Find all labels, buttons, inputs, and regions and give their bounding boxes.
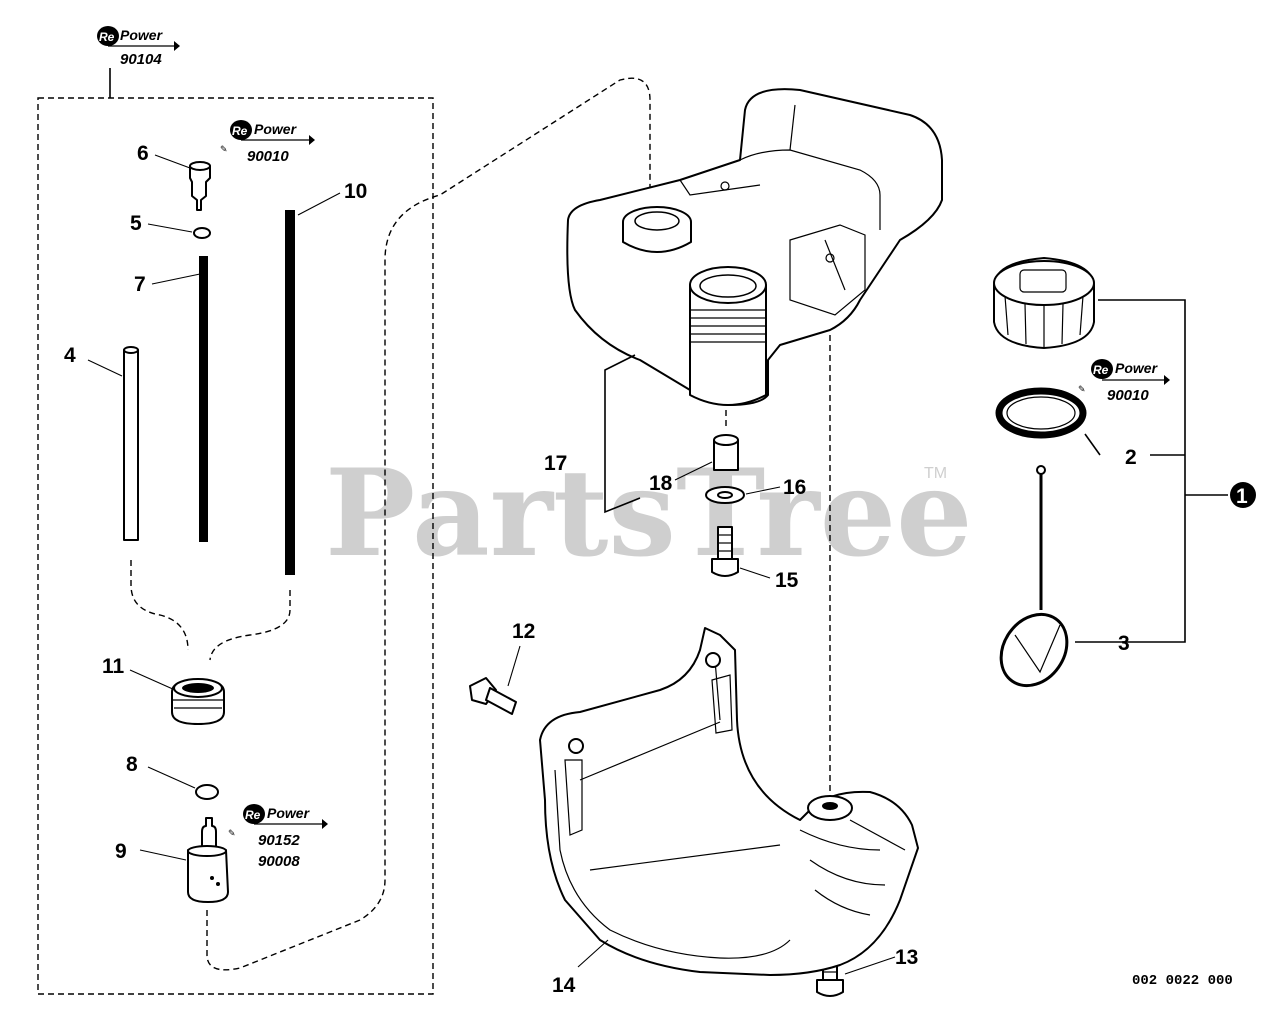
- svg-text:90104: 90104: [120, 51, 162, 68]
- leader-lines: [87, 154, 896, 975]
- repower-logo-filter: Re Power 90152 90008 ✎: [228, 804, 328, 870]
- svg-text:✎: ✎: [228, 828, 236, 838]
- part-2-gasket: [995, 387, 1087, 439]
- part-3-cap-strap: [999, 465, 1069, 688]
- callout-2: 2: [1125, 446, 1137, 469]
- part-6-fitting: [189, 161, 211, 211]
- svg-text:Re: Re: [1093, 363, 1109, 377]
- part-1-fuel-cap: [993, 257, 1095, 349]
- callout-1: 1: [1236, 485, 1248, 508]
- part-14-tank-guard: [539, 627, 919, 976]
- drawing-number: 002 0022 000: [1132, 973, 1233, 989]
- callout-16: 16: [783, 476, 806, 499]
- callout-4: 4: [64, 344, 76, 367]
- callout-1-badge: [1230, 482, 1256, 508]
- svg-text:Power: Power: [254, 121, 298, 137]
- watermark-text: PartsTree: [325, 443, 972, 584]
- part-4-tube: [123, 346, 139, 541]
- part-8-o-ring: [195, 784, 219, 800]
- repower-logo-kit: Re Power 90104: [97, 26, 180, 68]
- callout-7: 7: [134, 273, 146, 296]
- callout-18: 18: [649, 472, 673, 495]
- part-7-fuel-line: [199, 256, 208, 542]
- callout-6: 6: [137, 142, 149, 165]
- callout-9: 9: [115, 840, 127, 863]
- callout-8: 8: [126, 753, 138, 776]
- svg-text:90152: 90152: [258, 832, 300, 849]
- svg-text:✎: ✎: [1078, 384, 1086, 394]
- svg-text:90010: 90010: [1107, 387, 1149, 404]
- callout-10: 10: [344, 180, 367, 203]
- part-12-bolt: [469, 677, 517, 715]
- svg-text:90008: 90008: [258, 853, 300, 870]
- part-10-fuel-line: [285, 210, 295, 575]
- callout-12: 12: [512, 620, 535, 643]
- callout-17: 17: [544, 452, 567, 475]
- callout-3: 3: [1118, 632, 1130, 655]
- svg-text:Re: Re: [245, 808, 261, 822]
- tank-bracket: [604, 354, 641, 514]
- watermark-trademark: TM: [924, 465, 947, 482]
- svg-text:Power: Power: [120, 27, 164, 43]
- svg-text:Power: Power: [267, 805, 311, 821]
- kit-boundary-box: [37, 97, 434, 995]
- part-9-fuel-filter: [187, 817, 229, 903]
- dash-filter-to-tank: [206, 77, 651, 971]
- dash-line-to-grommet: [209, 590, 291, 661]
- svg-text:Re: Re: [232, 124, 248, 138]
- callout-5: 5: [130, 212, 142, 235]
- cap-assembly-bracket: [1075, 299, 1186, 643]
- callout-11: 11: [102, 655, 125, 678]
- callout-14: 14: [552, 974, 576, 997]
- part-17-fuel-tank: [566, 88, 943, 406]
- part-5-o-ring: [193, 227, 211, 239]
- part-16-washer: [705, 486, 745, 504]
- callout-15: 15: [775, 569, 799, 592]
- repower-logo-part6: Re Power 90010 ✎: [220, 120, 315, 165]
- svg-text:90010: 90010: [247, 148, 289, 165]
- callout-13: 13: [895, 946, 918, 969]
- repower-logo-cap: Re Power 90010 ✎: [1078, 359, 1170, 404]
- dash-tube-to-grommet: [130, 560, 189, 651]
- part-11-grommet: [171, 678, 225, 725]
- svg-text:✎: ✎: [220, 144, 228, 154]
- part-18-bushing: [713, 434, 739, 471]
- svg-text:Re: Re: [99, 30, 115, 44]
- leader-gasket: [1084, 433, 1101, 456]
- part-15-bolt: [711, 526, 739, 577]
- svg-text:Power: Power: [1115, 360, 1159, 376]
